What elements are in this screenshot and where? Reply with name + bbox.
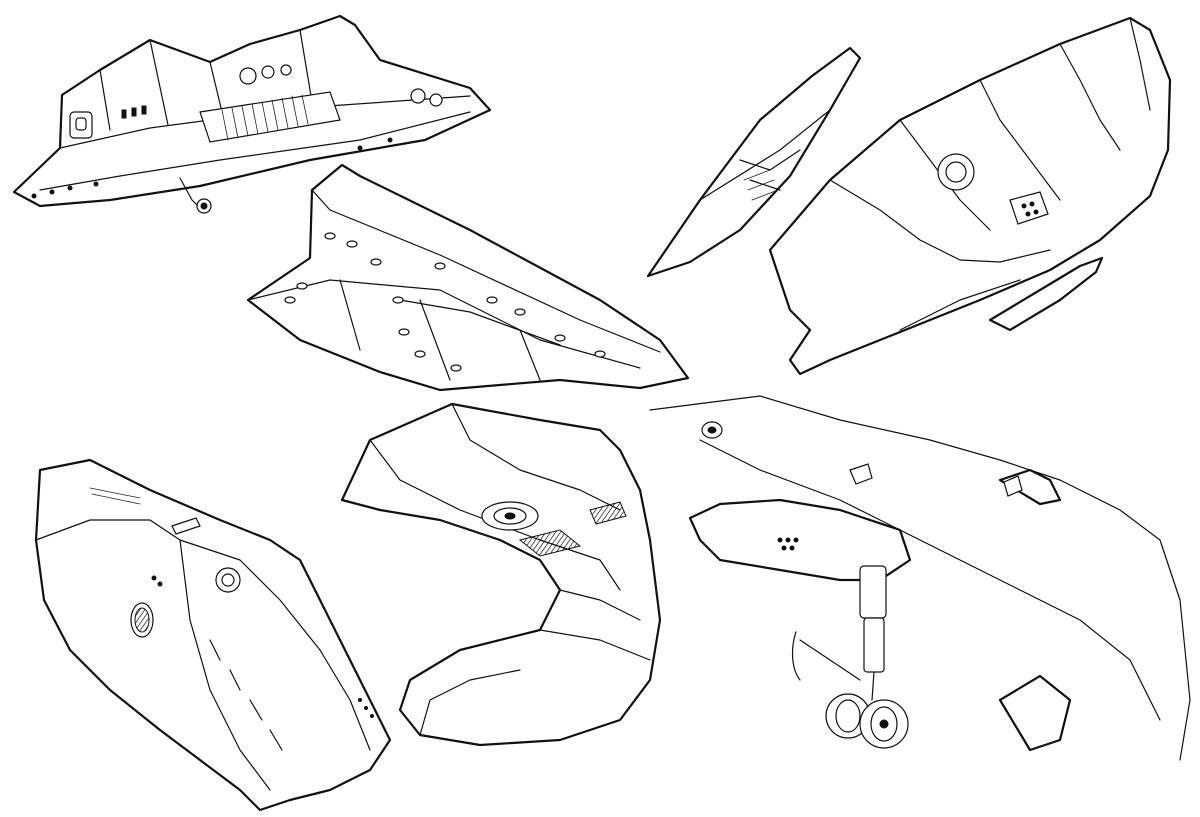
armor-wedge-drawing	[246, 163, 690, 392]
intake-armor-drawing	[34, 458, 392, 812]
fuselage-section-drawing	[12, 14, 492, 214]
fighter-fuselage-drawing	[646, 16, 1172, 376]
engine-housing-drawing	[340, 402, 662, 747]
landing-gear-drawing	[649, 395, 1191, 761]
